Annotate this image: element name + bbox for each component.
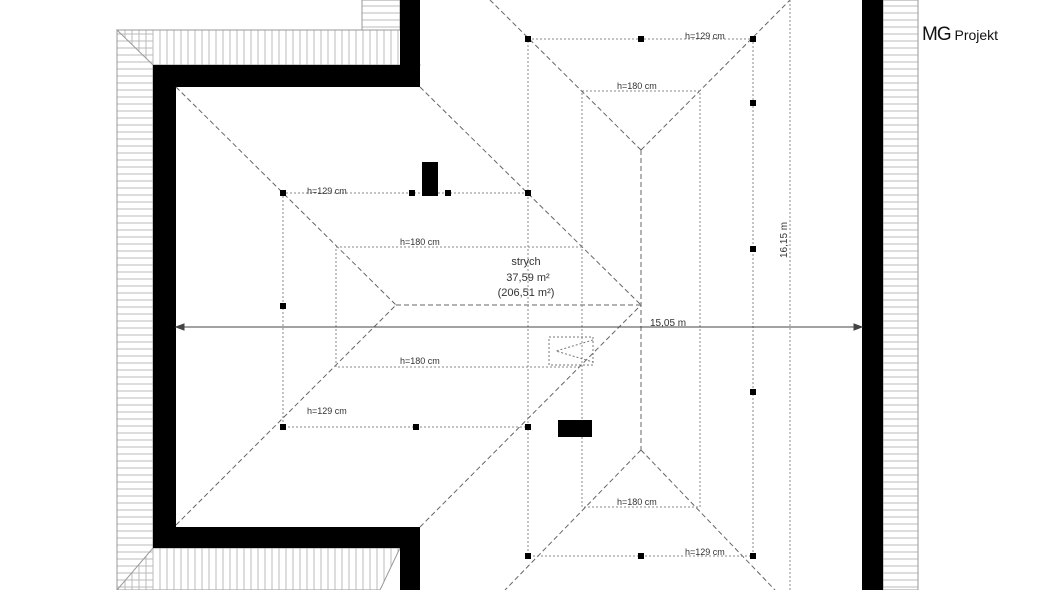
room-area: 37,59 m²	[506, 272, 550, 284]
roof-eave-hatching	[115, 0, 919, 590]
width-dimension-label: 15,05 m	[650, 318, 686, 329]
width-dimension-line	[174, 323, 864, 331]
logo-name: Projekt	[954, 27, 999, 43]
roof-hip-lines	[175, 0, 791, 590]
room-name: strych	[511, 256, 540, 268]
room-total-area: (206,51 m²)	[498, 287, 555, 299]
mg-projekt-logo: MG Projekt	[922, 24, 998, 46]
height-label: h=180 cm	[400, 237, 440, 247]
logo-brand: MG	[922, 24, 952, 45]
chimney	[558, 420, 592, 437]
height-label: h=129 cm	[307, 406, 347, 416]
height-label: h=180 cm	[617, 81, 657, 91]
height-label: h=180 cm	[617, 497, 657, 507]
post-markers	[280, 36, 756, 559]
chimney	[422, 162, 438, 196]
height-label: h=180 cm	[400, 356, 440, 366]
height-label: h=129 cm	[685, 31, 725, 41]
height-label: h=129 cm	[307, 186, 347, 196]
walls	[153, 0, 883, 590]
stair-opening	[548, 336, 594, 366]
length-dimension-label: 16,15 m	[779, 222, 790, 258]
height-label: h=129 cm	[685, 547, 725, 557]
